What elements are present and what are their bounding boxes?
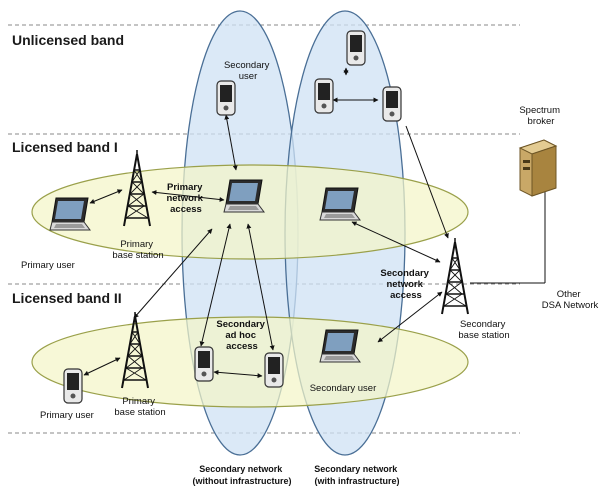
other-dsa-network-label: Other DSA Network bbox=[542, 289, 599, 311]
connection-arrows bbox=[83, 67, 546, 379]
spectrum-broker-server-icon bbox=[518, 139, 558, 197]
secondary-network-without-infrastructure-caption: Secondary network (without infrastructur… bbox=[193, 464, 292, 486]
primary-user-label: Primary user bbox=[21, 260, 75, 271]
secondary-user-laptop-icon bbox=[319, 187, 361, 221]
secondary-network-access-label: Secondary network access bbox=[380, 268, 431, 301]
licensed-band-1-label: Licensed band I bbox=[12, 139, 118, 155]
primary-user-laptop-icon bbox=[49, 197, 91, 231]
secondary-user-laptop-icon bbox=[223, 179, 265, 213]
licensed-band-2-label: Licensed band II bbox=[12, 290, 122, 306]
secondary-user-laptop-icon bbox=[319, 329, 361, 363]
spectrum-broker-label: Spectrum broker bbox=[519, 105, 562, 127]
secondary-adhoc-phone-icon bbox=[264, 352, 284, 388]
secondary-user-phone-icon bbox=[314, 78, 334, 114]
primary-user-label: Primary user bbox=[40, 410, 94, 421]
secondary-user-phone-icon bbox=[382, 86, 402, 122]
secondary-user-top-label: Secondary user bbox=[224, 60, 272, 82]
secondary-network-with-infrastructure-caption: Secondary network (with infrastructure) bbox=[314, 464, 400, 486]
unlicensed-band-label: Unlicensed band bbox=[12, 32, 124, 48]
secondary-user-phone-icon bbox=[346, 30, 366, 66]
secondary-user-label: Secondary user bbox=[310, 383, 377, 394]
secondary-adhoc-access-label: Secondary ad hoc access bbox=[216, 319, 267, 352]
secondary-base-station-label: Secondary base station bbox=[458, 319, 509, 341]
secondary-adhoc-phone-icon bbox=[194, 346, 214, 382]
secondary-user-phone-icon bbox=[216, 80, 236, 116]
primary-network-access-label: Primary network access bbox=[166, 182, 205, 215]
primary-user-phone-icon bbox=[63, 368, 83, 404]
primary-base-station-label: Primary base station bbox=[112, 239, 163, 261]
secondary-base-station-tower-icon bbox=[441, 237, 469, 315]
primary-base-station-label: Primary base station bbox=[114, 396, 165, 418]
